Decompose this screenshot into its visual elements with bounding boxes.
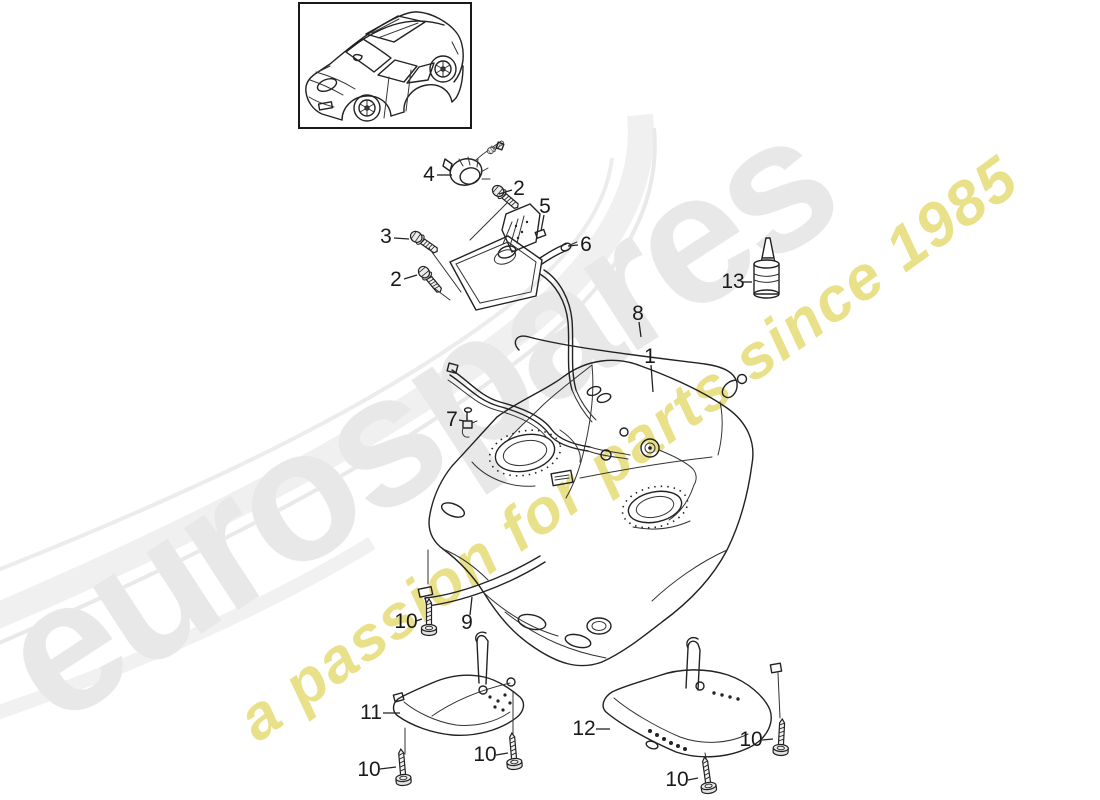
part-callout-9[interactable]: 9 (461, 611, 473, 634)
part-callout-1[interactable]: 1 (644, 345, 656, 368)
part-callout-5[interactable]: 5 (539, 195, 551, 218)
expansion-tank-drawing (449, 235, 543, 311)
heat-shield-11-drawing (392, 631, 525, 755)
part-callout-6[interactable]: 6 (580, 233, 592, 256)
part-callout-10a[interactable]: 10 (394, 610, 418, 633)
part-callout-10e[interactable]: 10 (665, 768, 689, 791)
sealant-bottle-13-drawing (753, 237, 780, 299)
vent-line-8-drawing (514, 335, 748, 399)
part-callout-4[interactable]: 4 (423, 163, 435, 186)
part-callout-3[interactable]: 3 (380, 225, 392, 248)
vehicle-thumbnail-box (298, 2, 472, 129)
pump-flange-drawing (488, 429, 562, 477)
part-callout-13[interactable]: 13 (721, 270, 745, 293)
part-callout-2b[interactable]: 2 (390, 268, 402, 291)
part-callout-10d[interactable]: 10 (739, 728, 763, 751)
tether-clip-drawing (495, 141, 505, 151)
leader-lines (379, 174, 774, 781)
part-callout-7[interactable]: 7 (446, 408, 458, 431)
vehicle-illustration (305, 11, 464, 122)
fuel-tank-drawing (427, 359, 754, 667)
retaining-clip-5-drawing (534, 228, 547, 239)
fuel-line-bundle-drawing (446, 362, 631, 461)
heat-shield-12-drawing (602, 636, 783, 764)
rollover-valve-7-drawing (461, 407, 478, 438)
part-callout-10b[interactable]: 10 (357, 758, 381, 781)
part-callout-8[interactable]: 8 (632, 302, 644, 325)
part-callout-11[interactable]: 11 (360, 701, 382, 724)
part-callout-12[interactable]: 12 (572, 717, 596, 740)
fuel-cap-drawing (442, 147, 493, 186)
part-callout-2a[interactable]: 2 (513, 177, 525, 200)
part-callout-10c[interactable]: 10 (473, 743, 497, 766)
filler-neck-assembly-drawing (407, 138, 597, 423)
